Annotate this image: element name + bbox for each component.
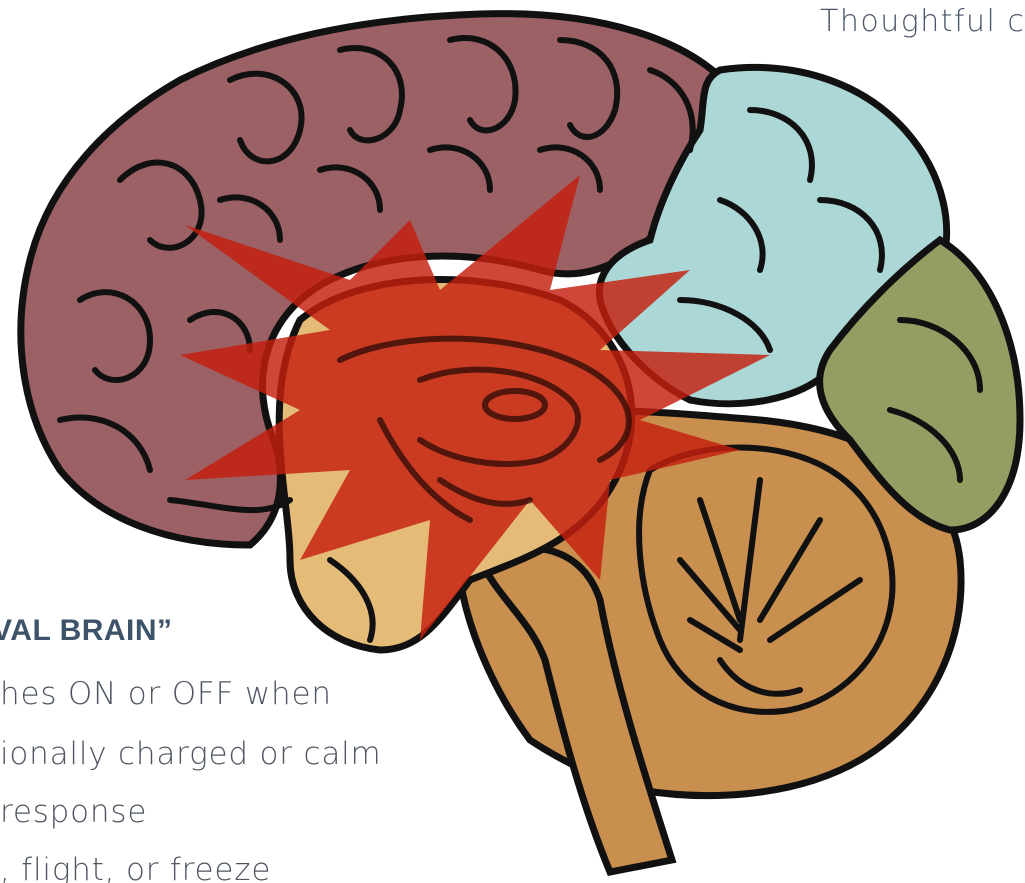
survival-brain-callout: VAL BRAIN” hes ON or OFF when ionally ch… [0,604,420,883]
top-caption: Thoughtful c [820,4,1025,39]
callout-line-1: hes ON or OFF when [0,676,332,712]
cerebellum [639,448,892,712]
callout-heading: VAL BRAIN” [0,614,173,648]
callout-line-2: ionally charged or calm [0,736,382,772]
callout-line-3: response [0,794,147,830]
callout-line-4: , flight, or freeze [0,852,271,883]
